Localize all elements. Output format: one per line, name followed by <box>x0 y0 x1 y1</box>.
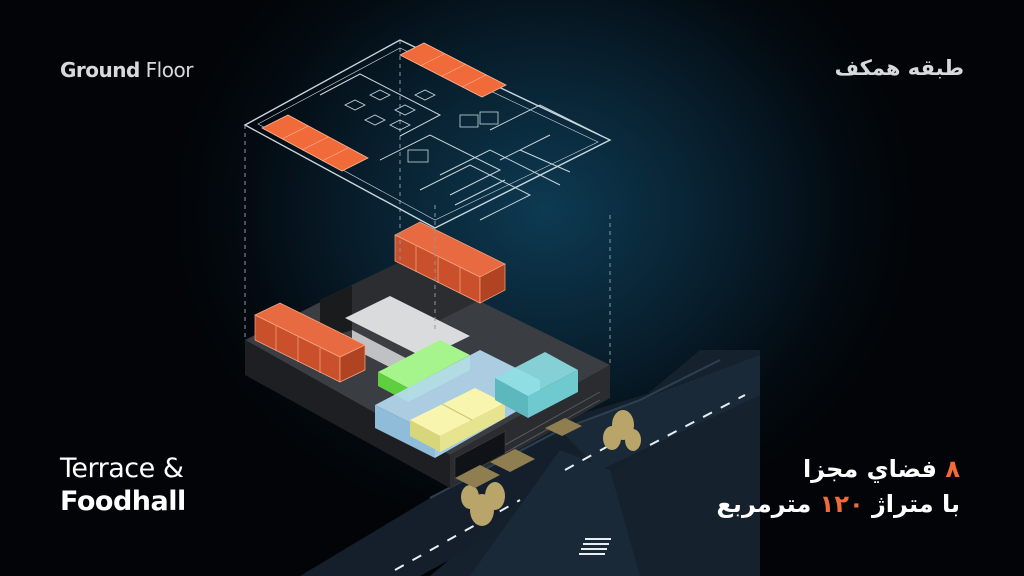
venue-name-line1: Terrace & <box>60 453 184 484</box>
space-block-cyan <box>495 352 578 418</box>
lane-marking <box>564 444 611 471</box>
terrace-tables <box>455 418 582 488</box>
stats-area: ۱۲۰ <box>819 490 864 518</box>
lane-marking <box>394 499 521 571</box>
crosswalk <box>579 538 611 555</box>
floor-title-en-bold: Ground <box>60 58 140 82</box>
orange-space-boxes-front <box>254 302 366 383</box>
orange-space-boxes-back <box>394 221 506 304</box>
stats-line1-text: فضاي مجزا <box>802 455 937 483</box>
stats-line2-suffix: مترمربع <box>716 490 812 518</box>
floor-plan <box>243 39 612 229</box>
space-block-yellow <box>410 388 505 452</box>
stats-count: ۸ <box>945 455 960 483</box>
floor-title-en: Ground Floor <box>60 58 193 82</box>
floor-title-fa: طبقه همکف <box>834 56 964 80</box>
tree-icon <box>461 410 641 526</box>
stats-line1: ۸ فضاي مجزا <box>717 452 960 487</box>
projection-lines <box>244 40 611 365</box>
stats-line2: با متراژ ۱۲۰ مترمربع <box>717 487 960 522</box>
floor-title-en-light: Floor <box>145 58 194 82</box>
space-stats: ۸ فضاي مجزا با متراژ ۱۲۰ مترمربع <box>717 452 960 522</box>
venue-name-line2: Foodhall <box>60 486 186 517</box>
venue-name: Terrace & Foodhall <box>60 452 186 518</box>
building-base <box>245 262 610 488</box>
stats-line2-prefix: با متراژ <box>871 490 960 518</box>
lane-marking <box>649 394 746 446</box>
